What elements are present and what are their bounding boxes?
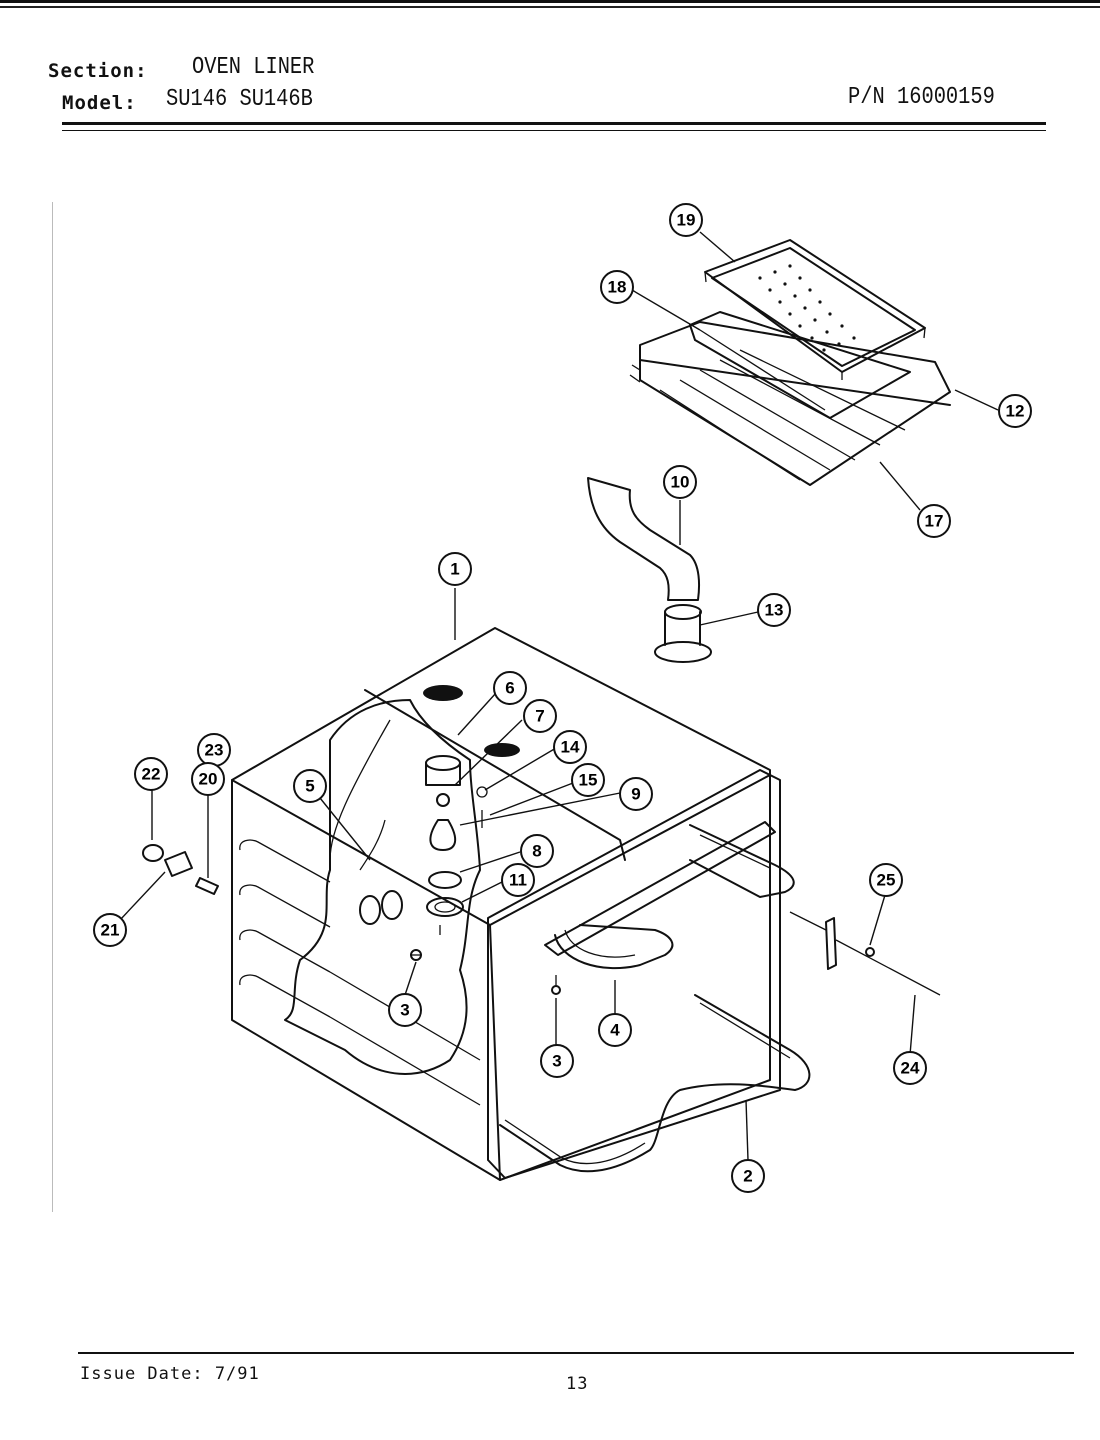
page-number: 13 (566, 1374, 589, 1394)
header-rule-thick (62, 122, 1046, 125)
lamp-assembly (425, 755, 488, 935)
callout-20: 20 (191, 762, 225, 796)
callout-4: 4 (598, 1013, 632, 1047)
callout-3-right: 3 (540, 1044, 574, 1078)
model-value: SU146 SU146B (166, 86, 313, 113)
callout-9: 9 (619, 777, 653, 811)
callout-label: 4 (610, 1021, 620, 1040)
broiler-pan-insert (689, 311, 911, 419)
top-border (0, 0, 1100, 10)
callout-25: 25 (869, 863, 903, 897)
broil-element (544, 821, 795, 970)
callout-21: 21 (93, 913, 127, 947)
callout-22: 22 (134, 757, 168, 791)
callout-label: 3 (552, 1052, 561, 1071)
callout-11: 11 (501, 863, 535, 897)
callout-1: 1 (438, 552, 472, 586)
callout-label: 6 (505, 679, 514, 698)
oven-racks (629, 321, 951, 486)
callout-10: 10 (663, 465, 697, 499)
callout-label: 3 (400, 1001, 409, 1020)
vent-collar (654, 604, 712, 663)
callout-18: 18 (600, 270, 634, 304)
model-label: Model: (62, 92, 137, 114)
callout-label: 25 (877, 871, 896, 890)
callout-19: 19 (669, 203, 703, 237)
callout-label: 14 (561, 738, 580, 757)
door-hardware (142, 844, 219, 895)
header-rule-thin (62, 130, 1046, 131)
section-value: OVEN LINER (192, 54, 315, 81)
callout-label: 15 (579, 771, 598, 790)
callout-label: 20 (199, 770, 218, 789)
callout-14: 14 (553, 730, 587, 764)
callout-label: 13 (765, 601, 784, 620)
callout-label: 23 (205, 741, 224, 760)
callout-label: 12 (1006, 402, 1025, 421)
callout-label: 5 (305, 777, 314, 796)
callout-8: 8 (520, 834, 554, 868)
callout-13: 13 (757, 593, 791, 627)
footer-rule (78, 1352, 1074, 1354)
callout-label: 2 (743, 1167, 752, 1186)
callout-24: 24 (893, 1051, 927, 1085)
callout-label: 10 (671, 473, 690, 492)
callout-15: 15 (571, 763, 605, 797)
broiler-pan (704, 239, 926, 380)
callout-label: 24 (901, 1059, 920, 1078)
callout-label: 1 (450, 560, 459, 579)
issue-date: Issue Date: 7/91 (80, 1364, 260, 1384)
wire-harness (329, 719, 403, 925)
part-number: P/N 16000159 (848, 84, 995, 111)
callout-label: 18 (608, 278, 627, 297)
callout-12: 12 (998, 394, 1032, 428)
callout-label: 19 (677, 211, 696, 230)
callout-7: 7 (523, 699, 557, 733)
callout-5: 5 (293, 769, 327, 803)
left-margin-line (52, 202, 53, 1212)
oven-liner (231, 627, 781, 1181)
callout-23: 23 (197, 733, 231, 767)
vent-duct (587, 477, 700, 601)
callout-label: 22 (142, 765, 161, 784)
callout-label: 8 (532, 842, 541, 861)
callout-2: 2 (731, 1159, 765, 1193)
leader-lines (119, 231, 999, 1161)
bake-element (499, 994, 811, 1173)
screws (410, 949, 561, 995)
callout-label: 21 (101, 921, 120, 940)
callout-label: 17 (925, 512, 944, 531)
terminal-block (789, 911, 941, 996)
callout-17: 17 (917, 504, 951, 538)
callout-label: 7 (535, 707, 544, 726)
callout-label: 9 (631, 785, 640, 804)
callout-3-left: 3 (388, 993, 422, 1027)
callout-6: 6 (493, 671, 527, 705)
section-label: Section: (48, 60, 148, 82)
callout-label: 11 (509, 871, 527, 890)
